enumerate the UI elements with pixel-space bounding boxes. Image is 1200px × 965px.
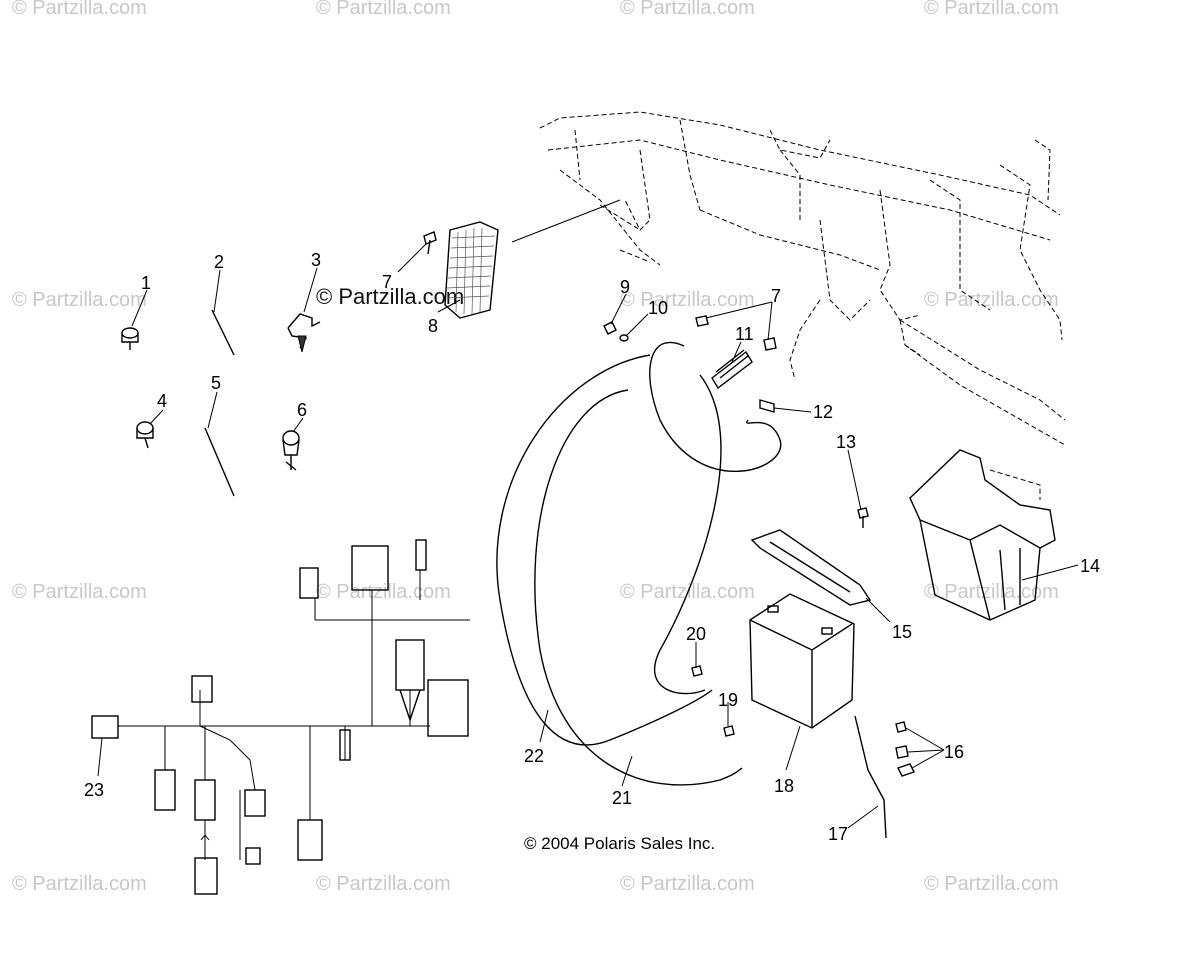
callout-9: 9 [620, 277, 630, 297]
callout-14: 14 [1080, 556, 1100, 576]
part-1-clip [121, 327, 139, 350]
callout-4: 4 [157, 391, 167, 411]
part-14-battery-box [909, 449, 1056, 621]
watermark: © Partzilla.com [924, 873, 1059, 895]
callout-labels: 1 2 3 7 8 9 10 7 11 12 4 5 6 13 14 15 20… [84, 250, 1100, 844]
callout-3: 3 [311, 250, 321, 270]
watermark: © Partzilla.com [12, 0, 147, 19]
callout-8: 8 [428, 316, 438, 336]
callout-22: 22 [524, 746, 544, 766]
callout-15: 15 [892, 622, 912, 642]
callout-20: 20 [686, 624, 706, 644]
part-5-cable-tie [204, 427, 235, 497]
callout-17: 17 [828, 824, 848, 844]
watermark: © Partzilla.com [924, 581, 1059, 603]
part-20-terminal-bolt [691, 665, 703, 677]
watermark: © Partzilla.com [316, 581, 451, 603]
part-2-cable-tie [211, 309, 235, 356]
part-6-clip [282, 430, 300, 471]
part-18-battery [749, 593, 855, 729]
watermark: © Partzilla.com [12, 289, 147, 311]
watermark: © Partzilla.com [316, 0, 451, 19]
callout-21: 21 [612, 788, 632, 808]
copyright-credit: © 2004 Polaris Sales Inc. [524, 834, 715, 853]
leader-lines [97, 243, 1079, 829]
part-9-nut [603, 321, 617, 335]
callout-16: 16 [944, 742, 964, 762]
watermark-grid: © Partzilla.com © Partzilla.com © Partzi… [12, 0, 1059, 895]
callout-12: 12 [813, 402, 833, 422]
part-10-washer [619, 334, 629, 342]
part-11-fuse-block [711, 349, 753, 390]
watermark: © Partzilla.com [12, 581, 147, 603]
callout-2: 2 [214, 252, 224, 272]
part-16-hardware [895, 721, 915, 777]
callout-23: 23 [84, 780, 104, 800]
part-12-terminal [759, 399, 775, 413]
callout-11: 11 [735, 324, 754, 344]
callout-7: 7 [382, 272, 392, 292]
part-15-strap [750, 529, 872, 606]
part-17-vent-tube [854, 715, 887, 839]
part-8-module [444, 221, 499, 319]
callout-18: 18 [774, 776, 794, 796]
watermark: © Partzilla.com [620, 289, 755, 311]
callout-19: 19 [718, 690, 738, 710]
watermark: © Partzilla.com [316, 873, 451, 895]
watermark-main: © Partzilla.com [316, 284, 464, 309]
callout-6: 6 [297, 400, 307, 420]
watermark: © Partzilla.com [620, 0, 755, 19]
part-23-wiring-harness [91, 539, 470, 895]
part-7-bolt-pair [695, 315, 777, 351]
watermark: © Partzilla.com [924, 0, 1059, 19]
part-4-clip [136, 421, 154, 449]
callout-13: 13 [836, 432, 856, 452]
part-13-bolt [857, 507, 869, 528]
part-3-mount [287, 313, 321, 353]
watermark: © Partzilla.com [924, 289, 1059, 311]
part-19-terminal-bolt [723, 725, 735, 737]
vehicle-frame [511, 111, 1066, 500]
callout-7b: 7 [771, 286, 781, 306]
watermark: © Partzilla.com [620, 873, 755, 895]
battery-cables [496, 341, 782, 786]
watermark: © Partzilla.com [12, 873, 147, 895]
callout-5: 5 [211, 373, 221, 393]
callout-10: 10 [648, 298, 668, 318]
part-7-bolt [423, 231, 437, 255]
callout-1: 1 [141, 273, 151, 293]
